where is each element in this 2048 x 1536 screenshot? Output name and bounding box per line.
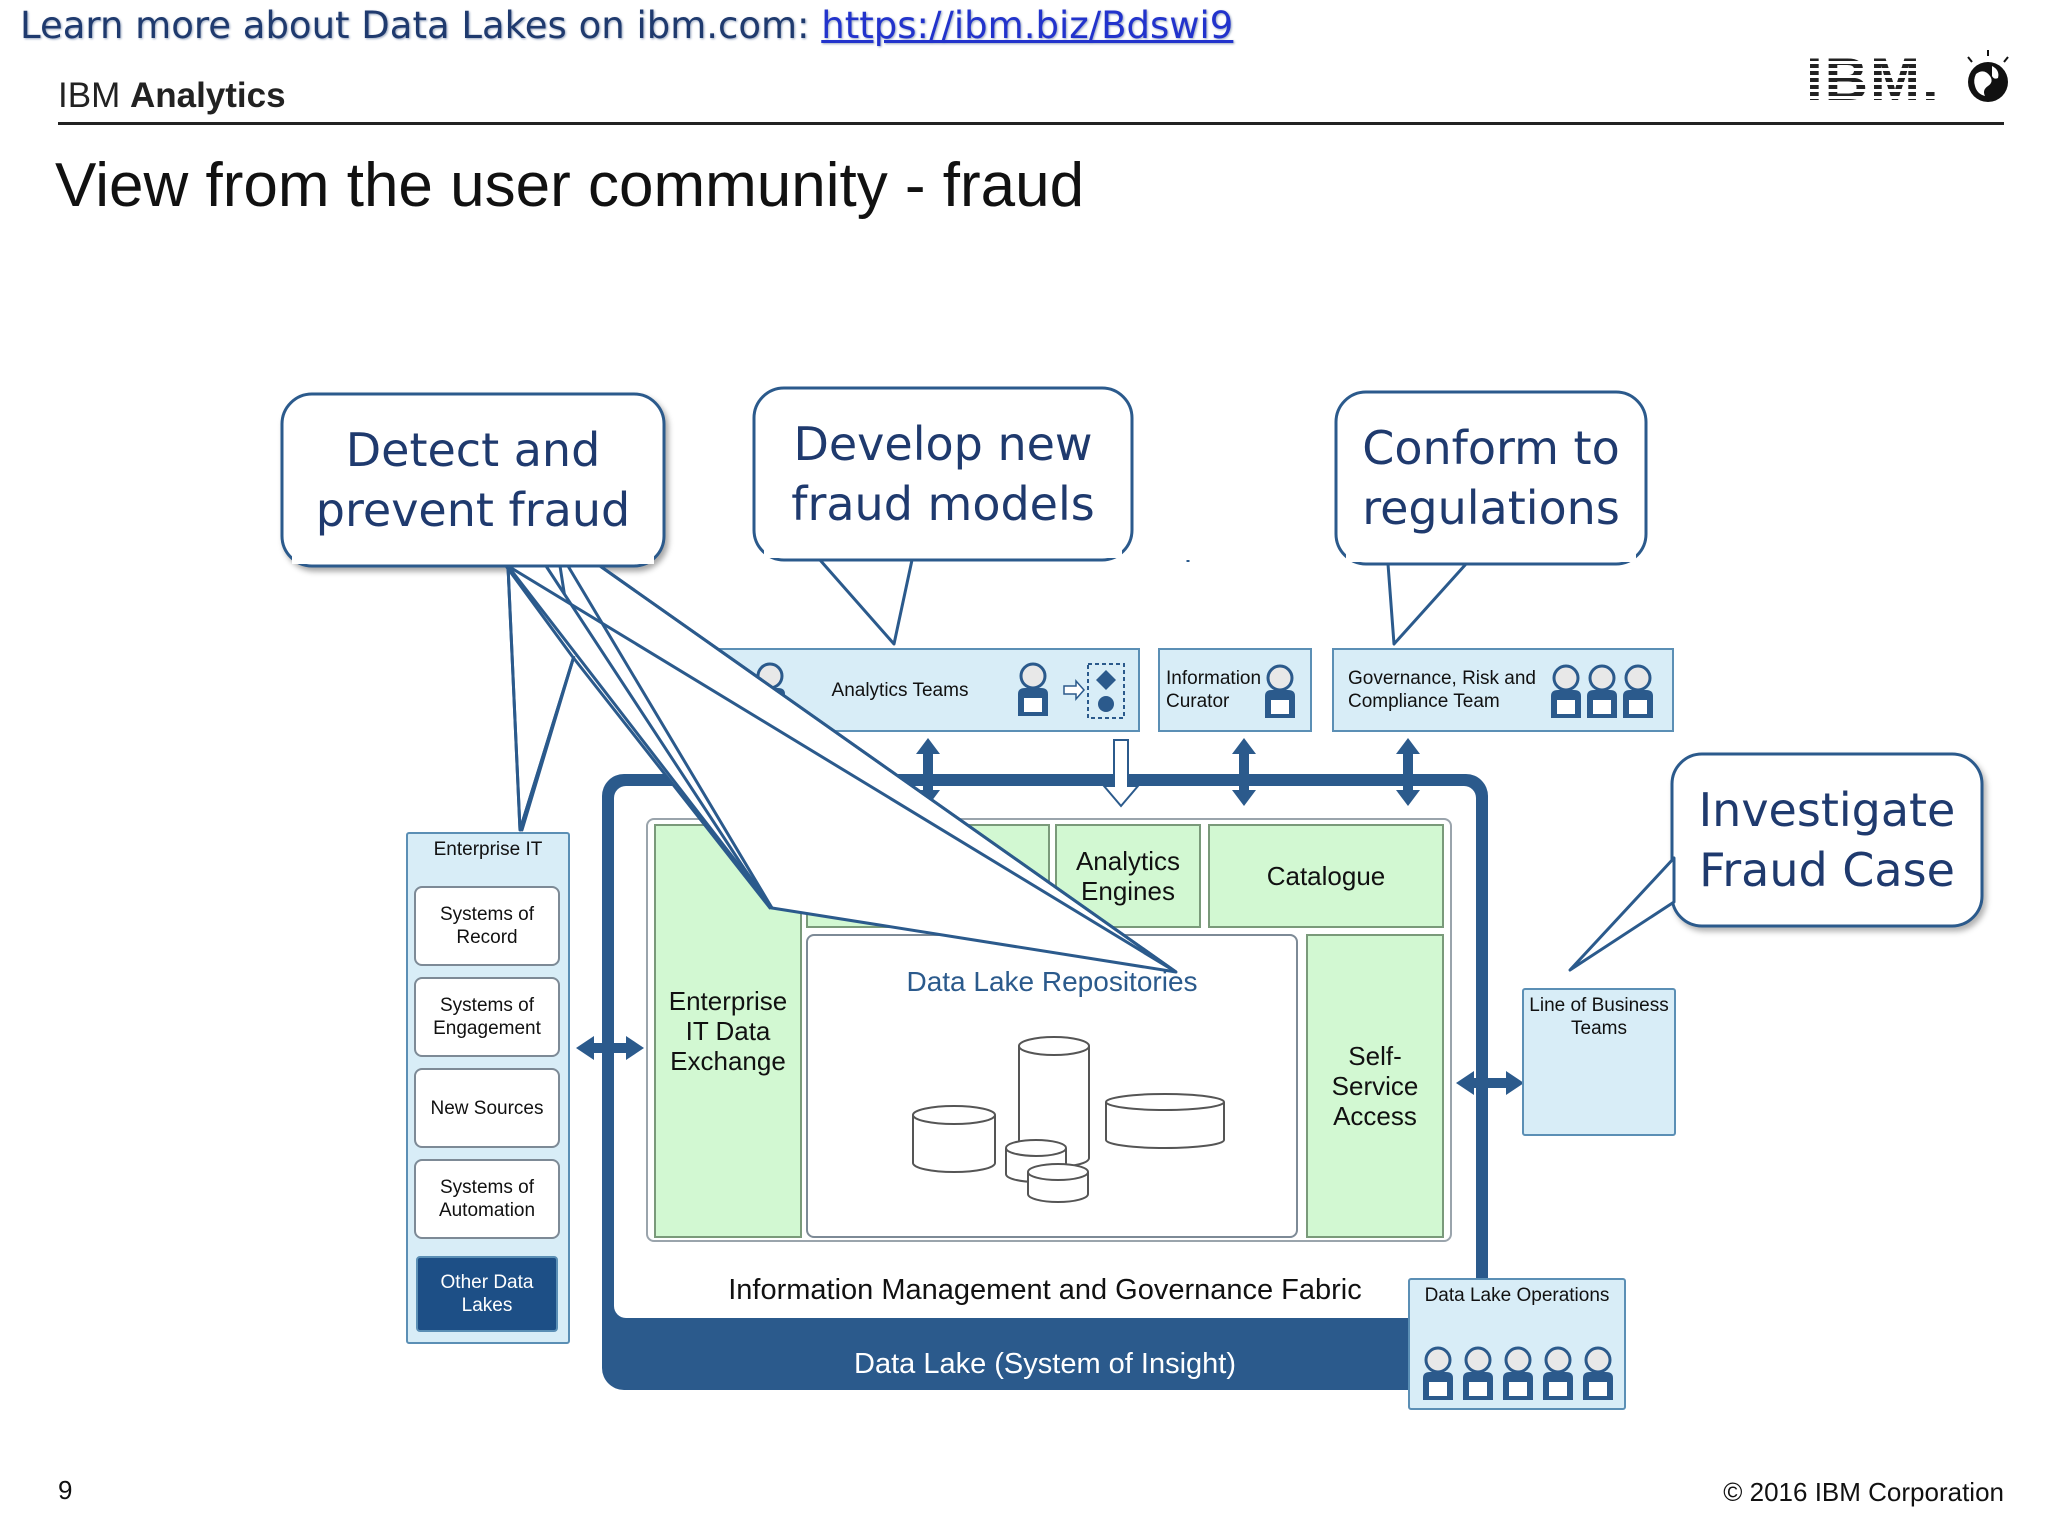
callout-develop-text: Develop new fraud models (754, 414, 1132, 534)
brand-bold: Analytics (129, 76, 286, 115)
banner-link[interactable]: https://ibm.biz/Bdswi9 (821, 4, 1234, 47)
data-lake-operations-box: Data Lake Operations (1408, 1278, 1626, 1410)
analytics-teams-box: Analytics Teams (660, 648, 1140, 732)
enterprise-it-data-exchange: Enterprise IT Data Exchange (654, 824, 802, 1238)
self-service-access-top: Self-Service Access (806, 824, 1050, 928)
self-service-access-right: Self-Service Access (1306, 934, 1444, 1238)
callout-conform-line: Conform to (1362, 421, 1620, 475)
repositories-label: Data Lake Repositories (906, 966, 1198, 997)
enterprise-it-item: Systems of Automation (414, 1159, 560, 1239)
ibm-logo-text: IBM. (1806, 50, 1941, 110)
arrow-lob (1456, 1071, 1524, 1095)
callout-detect-line: prevent fraud (315, 483, 631, 537)
self-service-right-label: Self-Service Access (1331, 1041, 1419, 1131)
governance-label: Governance, Risk and Compliance Team (1348, 668, 1536, 712)
arrow-governance (1396, 738, 1420, 806)
data-lake-system-label: Data Lake (System of Insight) (854, 1348, 1236, 1380)
analytics-engines-label: Analytics Engines (1075, 846, 1181, 906)
analytics-engines-box: Analytics Engines (1055, 824, 1201, 928)
enterprise-it-item: Systems of Record (414, 886, 560, 966)
callout-conform-line: regulations (1362, 481, 1620, 535)
callout-detect-line: Detect and (345, 423, 601, 477)
callout-detect-text: Detect and prevent fraud (282, 420, 664, 540)
other-data-lakes-item: Other Data Lakes (416, 1256, 558, 1332)
information-curator-box: Information Curator (1158, 648, 1312, 732)
copyright: © 2016 IBM Corporation (1723, 1477, 2004, 1507)
header-rule (58, 122, 2004, 125)
banner: Learn more about Data Lakes on ibm.com: … (20, 4, 1233, 47)
brand: IBM Analytics (58, 76, 286, 116)
callout-investigate-line: Fraud Case (1699, 843, 1955, 897)
page-title: View from the user community - fraud (55, 151, 1085, 220)
enterprise-it-title: Enterprise IT (433, 839, 543, 860)
globe-icon (1967, 50, 2009, 102)
enterprise-it-item: Systems of Engagement (414, 977, 560, 1057)
line-of-business-box: Line of Business Teams (1522, 988, 1676, 1136)
callout-develop-line: Develop new (793, 417, 1093, 471)
brand-light: IBM (58, 76, 130, 115)
fabric-label: Information Management and Governance Fa… (728, 1274, 1362, 1306)
ibm-logo: IBM. (1800, 46, 2015, 115)
governance-box: Governance, Risk and Compliance Team (1332, 648, 1674, 732)
arrow-curator (1232, 738, 1256, 806)
operations-title: Data Lake Operations (1424, 1285, 1610, 1306)
page-number: 9 (58, 1475, 73, 1505)
lob-title: Line of Business Teams (1529, 995, 1669, 1039)
catalogue-box: Catalogue (1208, 824, 1444, 928)
callout-investigate-line: Investigate (1698, 783, 1956, 837)
callout-conform-text: Conform to regulations (1336, 418, 1646, 538)
callout-investigate-text: Investigate Fraud Case (1672, 780, 1982, 900)
data-lake-repositories-box: Data Lake Repositories (806, 934, 1298, 1238)
analytics-teams-label: Analytics Teams (831, 679, 969, 701)
self-service-top-label: Self-Service Access (857, 846, 999, 906)
information-curator-label: Information Curator (1166, 668, 1262, 712)
banner-text: Learn more about Data Lakes on ibm.com: (20, 4, 822, 47)
callout-develop-line: fraud models (791, 477, 1095, 531)
exchange-label: Enterprise IT Data Exchange (668, 986, 788, 1076)
arrow-enterprise-it (576, 1036, 644, 1060)
enterprise-it-item: New Sources (414, 1068, 560, 1148)
